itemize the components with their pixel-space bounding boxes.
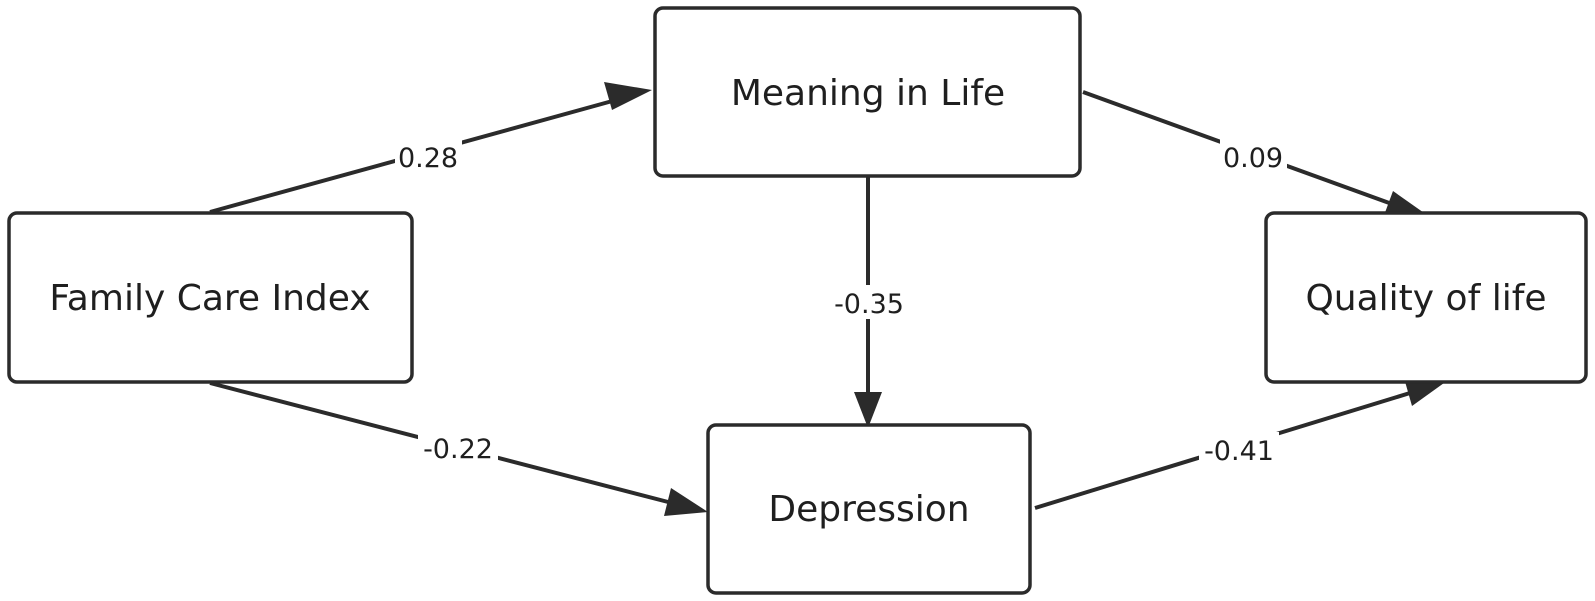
svg-text:Depression: Depression — [768, 489, 969, 530]
node-depression: Depression — [706, 423, 1032, 595]
svg-text:Family Care Index: Family Care Index — [49, 278, 370, 319]
svg-text:-0.35: -0.35 — [834, 289, 904, 320]
coefficient-label-family-care-to-depression: -0.22 — [418, 430, 498, 465]
arrowhead-icon — [854, 392, 882, 428]
node-family-care-index: Family Care Index — [7, 211, 414, 384]
coefficient-label-family-care-to-meaning: 0.28 — [395, 139, 462, 174]
arrowhead-icon — [1404, 378, 1444, 406]
coefficient-label-meaning-to-depression: -0.35 — [830, 285, 908, 320]
svg-text:-0.41: -0.41 — [1204, 436, 1274, 467]
svg-text:0.28: 0.28 — [398, 143, 458, 174]
coefficient-label-depression-to-quality: -0.41 — [1199, 432, 1279, 467]
edge-meaning-to-depression — [854, 176, 882, 428]
arrowhead-icon — [664, 488, 708, 516]
svg-text:-0.22: -0.22 — [423, 434, 493, 465]
coefficient-label-meaning-to-quality: 0.09 — [1220, 139, 1287, 174]
node-meaning-in-life: Meaning in Life — [653, 6, 1082, 178]
node-quality-of-life: Quality of life — [1264, 211, 1588, 384]
arrowhead-icon — [604, 82, 652, 110]
svg-text:Meaning in Life: Meaning in Life — [731, 73, 1005, 114]
svg-text:Quality of life: Quality of life — [1305, 278, 1546, 319]
svg-text:0.09: 0.09 — [1223, 143, 1283, 174]
